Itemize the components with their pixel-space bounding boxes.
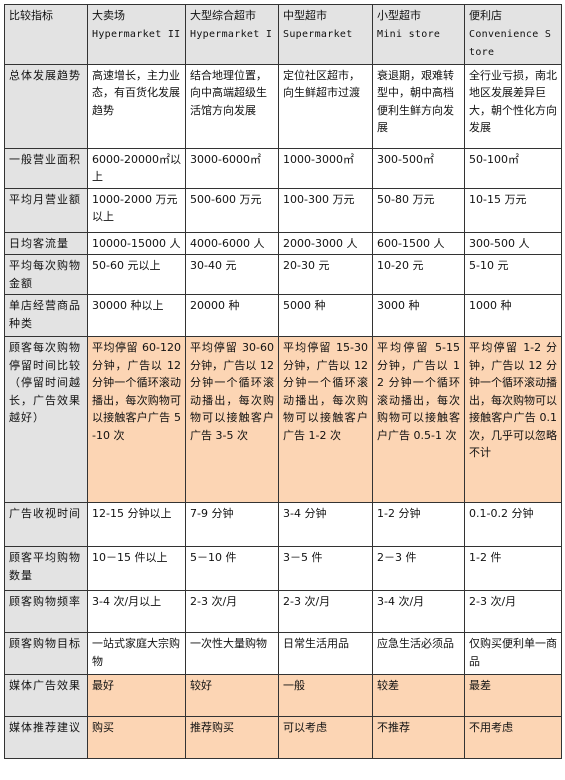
table-cell: 一站式家庭大宗购物 <box>87 632 186 675</box>
table-cell: 1000-2000 万元以上 <box>87 187 186 233</box>
table-row: 总体发展趋势 高速增长，主力业态，有百货化发展趋势 结合地理位置，向中高端超级生… <box>4 63 562 149</box>
table-row: 顾客平均购物数量 10－15 件以上 5－10 件 3－5 件 2－3 件 1-… <box>4 546 562 591</box>
table-cell: 平均停留 60-120 分钟，广告以 12 分钟一个循环滚动播出，每次购物可以接… <box>87 336 186 503</box>
table-cell: 10-20 元 <box>372 254 465 295</box>
row-label: 一般营业面积 <box>4 147 88 189</box>
table-cell: 不用考虑 <box>464 716 562 759</box>
table-cell: 20-30 元 <box>278 254 373 295</box>
table-row: 顾客购物目标 一站式家庭大宗购物 一次性大量购物 日常生活用品 应急生活必须品 … <box>4 632 562 675</box>
table-cell: 1000 种 <box>464 294 562 337</box>
table-cell: 平均停留 1-2 分钟，广告以 12 分钟一个循环滚动播出，每次购物可以接触客户… <box>464 336 562 503</box>
table-cell: 平均停留 5-15 分钟，广告以 12 分钟一个循环滚动播出，每次购物可以接触客… <box>372 336 465 503</box>
row-label: 单店经营商品种类 <box>4 294 88 337</box>
table-row: 平均月营业额 1000-2000 万元以上 500-600 万元 100-300… <box>4 187 562 233</box>
table-cell: 7-9 分钟 <box>185 502 279 547</box>
table-cell: 可以考虑 <box>278 716 373 759</box>
row-label: 广告收视时间 <box>4 502 88 547</box>
table-cell: 10-15 万元 <box>464 187 562 233</box>
table-cell: 10000-15000 人 <box>87 231 186 255</box>
table-cell: 最差 <box>464 674 562 717</box>
table-cell: 推荐购买 <box>185 716 279 759</box>
row-label: 顾客购物目标 <box>4 632 88 675</box>
table-row: 顾客购物频率 3-4 次/月以上 2-3 次/月 2-3 次/月 3-4 次/月… <box>4 590 562 633</box>
table-cell: 100-300 万元 <box>278 187 373 233</box>
table-cell: 较好 <box>185 674 279 717</box>
table-cell: 4000-6000 人 <box>185 231 279 255</box>
table-row-highlighted: 顾客每次购物停留时间比较（停留时间越长，广告效果越好） 平均停留 60-120 … <box>4 336 562 503</box>
table-cell: 较差 <box>372 674 465 717</box>
table-cell: 30000 种以上 <box>87 294 186 337</box>
table-cell: 3-4 分钟 <box>278 502 373 547</box>
table-cell: 6000-20000㎡以上 <box>87 147 186 189</box>
table-cell: 不推荐 <box>372 716 465 759</box>
table-row: 一般营业面积 6000-20000㎡以上 3000-6000㎡ 1000-300… <box>4 147 562 189</box>
table-cell: 20000 种 <box>185 294 279 337</box>
table-cell: 定位社区超市，向生鲜超市过渡 <box>278 63 373 149</box>
table-cell: 应急生活必须品 <box>372 632 465 675</box>
table-cell: 5－10 件 <box>185 546 279 591</box>
table-row: 单店经营商品种类 30000 种以上 20000 种 5000 种 3000 种… <box>4 294 562 337</box>
table-cell: 300-500 人 <box>464 231 562 255</box>
table-cell: 仅购买便利单一商品 <box>464 632 562 675</box>
table-row-highlighted: 媒体推荐建议 购买 推荐购买 可以考虑 不推荐 不用考虑 <box>4 716 562 759</box>
table-row-highlighted: 媒体广告效果 最好 较好 一般 较差 最差 <box>4 674 562 717</box>
table-cell: 结合地理位置，向中高端超级生活馆方向发展 <box>185 63 279 149</box>
table-cell: 3000-6000㎡ <box>185 147 279 189</box>
table-row: 广告收视时间 12-15 分钟以上 7-9 分钟 3-4 分钟 1-2 分钟 0… <box>4 502 562 547</box>
table-cell: 3-4 次/月 <box>372 590 465 633</box>
row-label: 平均每次购物金额 <box>4 254 88 295</box>
table-cell: 一般 <box>278 674 373 717</box>
table-cell: 2－3 件 <box>372 546 465 591</box>
row-label: 媒体广告效果 <box>4 674 88 717</box>
table-cell: 10－15 件以上 <box>87 546 186 591</box>
table-cell: 50-60 元以上 <box>87 254 186 295</box>
row-label: 顾客每次购物停留时间比较（停留时间越长，广告效果越好） <box>4 336 88 503</box>
table-cell: 5-10 元 <box>464 254 562 295</box>
table-cell: 高速增长，主力业态，有百货化发展趋势 <box>87 63 186 149</box>
table-cell: 50-100㎡ <box>464 147 562 189</box>
table-cell: 30-40 元 <box>185 254 279 295</box>
table-cell: 平均停留 30-60 分钟，广告以 12 分钟一个循环滚动播出，每次购物可以接触… <box>185 336 279 503</box>
table-cell: 购买 <box>87 716 186 759</box>
table-cell: 衰退期，艰难转型中，朝中高档便利生鲜方向发展 <box>372 63 465 149</box>
table-cell: 0.1-0.2 分钟 <box>464 502 562 547</box>
table-cell: 600-1500 人 <box>372 231 465 255</box>
row-label: 总体发展趋势 <box>4 63 88 149</box>
row-label: 平均月营业额 <box>4 187 88 233</box>
table-cell: 2000-3000 人 <box>278 231 373 255</box>
row-label: 日均客流量 <box>4 231 88 255</box>
table-cell: 1-2 件 <box>464 546 562 591</box>
table-cell: 3－5 件 <box>278 546 373 591</box>
table-row: 日均客流量 10000-15000 人 4000-6000 人 2000-300… <box>4 231 562 255</box>
row-label: 顾客平均购物数量 <box>4 546 88 591</box>
table-cell: 12-15 分钟以上 <box>87 502 186 547</box>
row-label: 媒体推荐建议 <box>4 716 88 759</box>
table-cell: 2-3 次/月 <box>278 590 373 633</box>
table-cell: 一次性大量购物 <box>185 632 279 675</box>
row-label: 顾客购物频率 <box>4 590 88 633</box>
table-cell: 平均停留 15-30 分钟，广告以 12 分钟一个循环滚动播出，每次购物可以接触… <box>278 336 373 503</box>
table-cell: 3000 种 <box>372 294 465 337</box>
table-cell: 2-3 次/月 <box>464 590 562 633</box>
table-cell: 最好 <box>87 674 186 717</box>
table-row: 平均每次购物金额 50-60 元以上 30-40 元 20-30 元 10-20… <box>4 254 562 295</box>
table-cell: 500-600 万元 <box>185 187 279 233</box>
table-cell: 全行业亏损，南北地区发展差异巨大，朝个性化方向发展 <box>464 63 562 149</box>
table-cell: 1-2 分钟 <box>372 502 465 547</box>
table-cell: 日常生活用品 <box>278 632 373 675</box>
table-cell: 1000-3000㎡ <box>278 147 373 189</box>
table-cell: 300-500㎡ <box>372 147 465 189</box>
table-cell: 3-4 次/月以上 <box>87 590 186 633</box>
table-cell: 2-3 次/月 <box>185 590 279 633</box>
table-cell: 50-80 万元 <box>372 187 465 233</box>
table-cell: 5000 种 <box>278 294 373 337</box>
header-label: 比较指标 <box>4 4 88 65</box>
